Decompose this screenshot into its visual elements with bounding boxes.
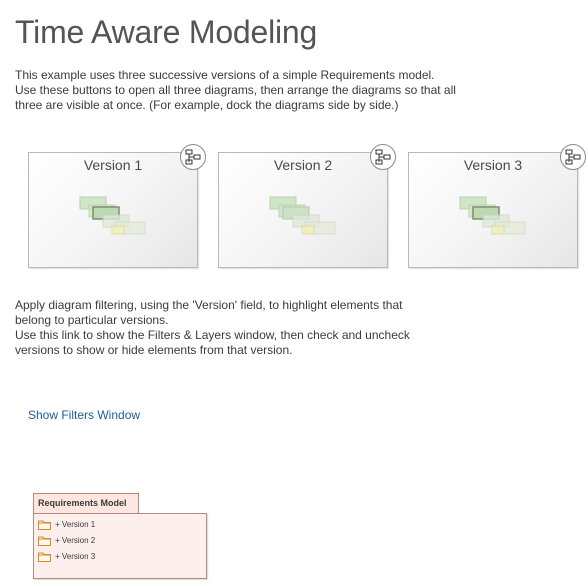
page-title: Time Aware Modeling	[15, 14, 318, 50]
diagram-icon	[560, 144, 586, 170]
folder-icon	[38, 536, 51, 547]
package-item-version-1[interactable]: + Version 1	[38, 518, 95, 532]
version-label: Version 1	[83, 157, 143, 173]
package-item-label: + Version 3	[55, 552, 96, 561]
diagram-icon	[370, 144, 396, 170]
filter-instructions: Apply diagram filtering, using the 'Vers…	[15, 298, 485, 358]
package-item-version-2[interactable]: + Version 2	[38, 534, 95, 548]
version-2-diagram-button[interactable]: Version 2	[218, 144, 396, 268]
filter-line: Use this link to show the Filters & Laye…	[15, 328, 410, 342]
folder-icon	[38, 552, 51, 563]
requirements-model-package[interactable]: + Version 1 + Version 2 + Version 3	[33, 513, 207, 579]
show-filters-window-link[interactable]: Show Filters Window	[28, 408, 141, 422]
intro-line: three are visible at once. (For example,…	[15, 98, 399, 112]
version-1-diagram-button[interactable]: Version 1	[28, 144, 206, 268]
intro-line: This example uses three successive versi…	[15, 68, 435, 82]
diagram-icon	[180, 144, 206, 170]
diagram-thumbnail	[459, 196, 526, 235]
filter-line: versions to show or hide elements from t…	[15, 343, 293, 357]
version-label: Version 3	[463, 157, 523, 173]
package-item-version-3[interactable]: + Version 3	[38, 550, 95, 564]
filter-line: belong to particular versions.	[15, 313, 169, 327]
folder-icon	[38, 520, 51, 531]
version-3-diagram-button[interactable]: Version 3	[408, 144, 586, 268]
intro-text: This example uses three successive versi…	[15, 68, 485, 113]
filter-line: Apply diagram filtering, using the 'Vers…	[15, 298, 403, 312]
intro-line: Use these buttons to open all three diag…	[15, 83, 456, 97]
diagram-thumbnail	[79, 196, 146, 235]
package-title: Requirements Model	[33, 493, 139, 513]
diagram-thumbnail	[269, 196, 336, 235]
package-item-label: + Version 2	[55, 536, 96, 545]
package-item-label: + Version 1	[55, 520, 96, 529]
version-label: Version 2	[273, 157, 333, 173]
